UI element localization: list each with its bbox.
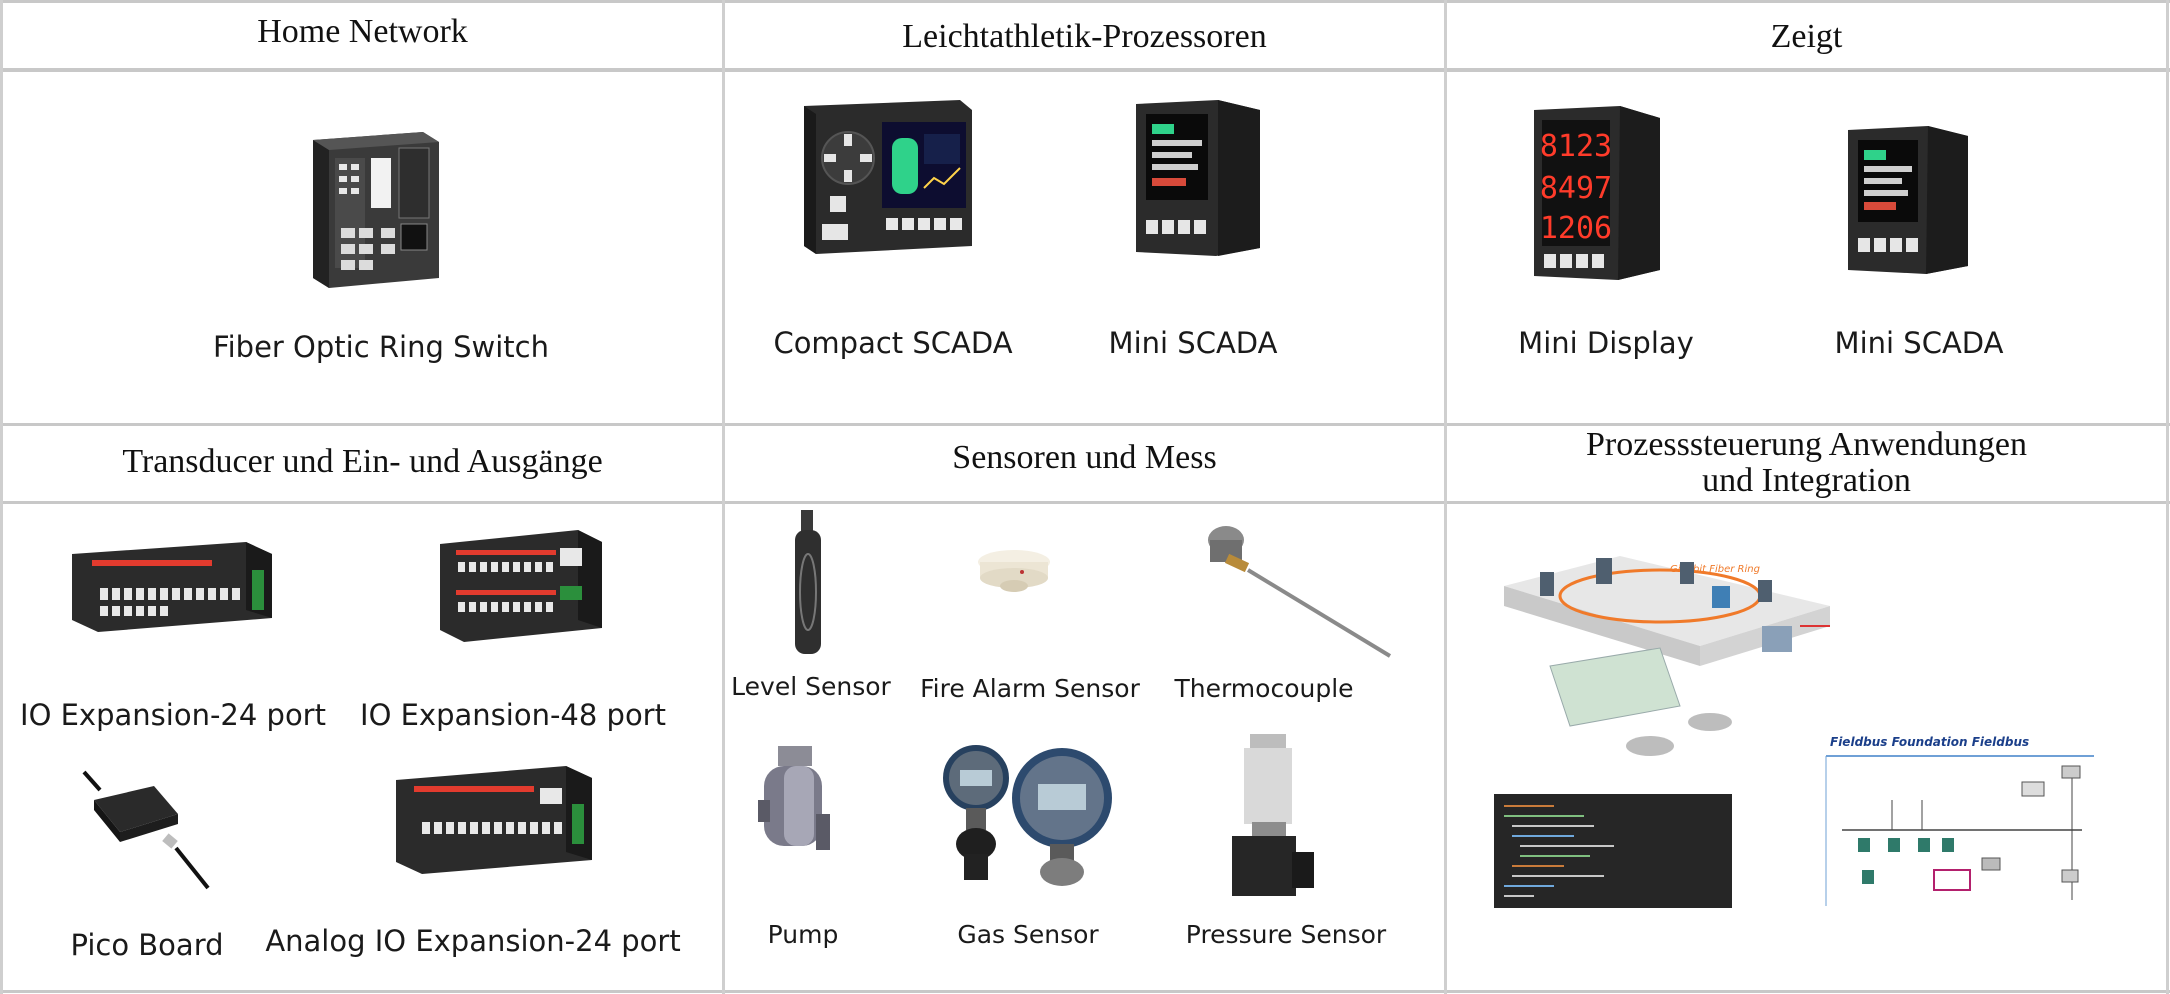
io-expansion-48-image (438, 528, 604, 644)
grid-line-left (0, 0, 3, 994)
header-leichtathletik-prozessoren: Leichtathletik-Prozessoren (902, 18, 1267, 56)
code-screenshot (1494, 794, 1732, 908)
grid-line-right (2166, 0, 2169, 994)
grid-line-bottom (0, 990, 2170, 993)
gas-sensor-image (932, 744, 1132, 894)
grid-line-header2 (0, 501, 2170, 504)
plant-network-diagram: Gigabit Fiber Ring (1500, 516, 1830, 770)
fieldbus-title: Fieldbus Foundation Fieldbus (1830, 735, 2029, 749)
pressure-sensor-image (1222, 732, 1318, 902)
level-sensor-image (783, 508, 833, 658)
io-expansion-24-image (70, 540, 274, 634)
thermocouple-image (1196, 520, 1392, 660)
mini-scada-image-2 (1844, 124, 1972, 276)
display-reading-2: 8497 (1540, 171, 1612, 206)
caption-gas-sensor: Gas Sensor (957, 920, 1099, 949)
caption-fire-alarm-sensor: Fire Alarm Sensor (920, 674, 1140, 703)
caption-thermocouple: Thermocouple (1174, 674, 1354, 703)
display-reading-1: 8123 (1540, 129, 1612, 164)
grid-line-header1 (0, 68, 2170, 72)
header-transducer: Transducer und Ein- und Ausgänge (122, 443, 603, 481)
display-reading-3: 1206 (1540, 211, 1612, 246)
caption-io-expansion-48: IO Expansion-48 port (360, 698, 666, 732)
caption-mini-scada: Mini SCADA (1108, 326, 1278, 360)
analog-io-expansion-24-image (394, 764, 594, 876)
pico-board-image (80, 770, 210, 890)
header-prozesssteuerung-line2: und Integration (1702, 462, 1911, 499)
caption-level-sensor: Level Sensor (731, 672, 891, 701)
grid-line-col2 (1444, 0, 1447, 994)
caption-pico-board: Pico Board (70, 928, 224, 962)
header-sensoren: Sensoren und Mess (952, 439, 1217, 477)
fieldbus-diagram: Fieldbus Foundation Fieldbus (1822, 720, 2098, 908)
caption-compact-scada: Compact SCADA (773, 326, 1013, 360)
grid-line-middle (0, 423, 2170, 426)
caption-io-expansion-24: IO Expansion-24 port (20, 698, 326, 732)
header-prozesssteuerung: Prozesssteuerung Anwendungen und Integra… (1447, 426, 2166, 499)
grid-line-col1 (722, 0, 725, 994)
header-prozesssteuerung-line1: Prozesssteuerung Anwendungen (1586, 426, 2027, 464)
caption-fiber-optic-ring-switch: Fiber Optic Ring Switch (213, 330, 549, 364)
fire-alarm-sensor-image (974, 540, 1054, 610)
mini-scada-image-1 (1132, 98, 1264, 258)
caption-mini-scada-2: Mini SCADA (1834, 326, 2004, 360)
header-zeigt: Zeigt (1770, 18, 1843, 56)
caption-pump: Pump (767, 920, 839, 949)
fiber-ring-label: Gigabit Fiber Ring (1670, 564, 1760, 575)
caption-mini-display: Mini Display (1518, 326, 1694, 360)
mini-display-image: 8123 8497 1206 (1530, 104, 1664, 284)
caption-analog-io-expansion-24: Analog IO Expansion-24 port (265, 924, 681, 958)
header-home-network: Home Network (257, 13, 468, 51)
pump-image (756, 744, 832, 864)
compact-scada-image (800, 98, 974, 256)
grid-line-top (0, 0, 2170, 3)
fiber-optic-switch-image (305, 128, 445, 290)
caption-pressure-sensor: Pressure Sensor (1185, 920, 1387, 949)
